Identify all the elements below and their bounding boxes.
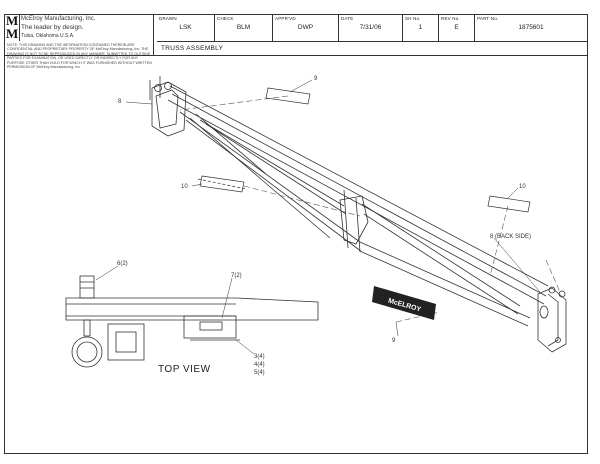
callout-8: 8 [118,99,122,105]
mcelroy-decal: McELROY [372,286,436,320]
sheet-value: 1 [418,24,423,31]
drawn-value: LSK [179,24,192,31]
left-end-bracket [151,81,187,137]
truss-web-center [343,189,361,253]
company-location: Tulsa, Oklahoma U.S.A. [21,33,75,39]
company-name: McElroy Manufacturing, Inc. [21,16,96,22]
callout-9-top: 9 [314,76,318,82]
callout-10-left: 10 [181,184,188,190]
callout-7: 7(2) [231,273,242,279]
check-cell: CHECK BLM [215,15,273,41]
approved-cell: APPR'VD DWP [273,15,339,41]
part-cell: PART No. 1875601 [475,15,587,41]
decal-strip-left [199,175,245,193]
decal-strip-top [265,87,311,105]
callout-4: 4(4) [254,362,265,368]
date-cell: DATE 7/31/06 [339,15,403,41]
truss-bottom-chord [179,111,531,327]
title-divider [153,15,154,55]
rev-value: E [454,24,459,31]
part-value: 1875601 [518,24,544,31]
callout-9-bottom: 9 [392,338,396,344]
right-end-plate [537,287,567,353]
callout-10-right: 10 [519,184,526,190]
callout-8-back-side: 8 (BACK SIDE) [490,234,531,240]
callout-5: 5(4) [254,370,265,376]
truss-web-diagonal [199,119,347,215]
date-value: 7/31/06 [359,24,382,31]
callout-3: 3(4) [254,354,265,360]
sheet-cell: SH No. 1 [403,15,439,41]
callout-6: 6(2) [117,261,128,267]
top-view-label: TOP VIEW [158,364,211,375]
drawn-cell: DRAWN LSK [157,15,215,41]
approved-value: DWP [297,24,314,31]
top-view-drawing [65,275,319,368]
rev-cell: REV No. E [439,15,475,41]
confidentiality-note: NOTE: THIS DRAWING AND THE INFORMATION C… [7,43,152,70]
assembly-title-cell: TRUSS ASSEMBLY [157,41,587,56]
company-tagline: The leader by design. [21,24,84,31]
check-value: BLM [236,24,251,31]
decal-strip-right [487,195,531,213]
assembly-title: TRUSS ASSEMBLY [161,45,224,52]
